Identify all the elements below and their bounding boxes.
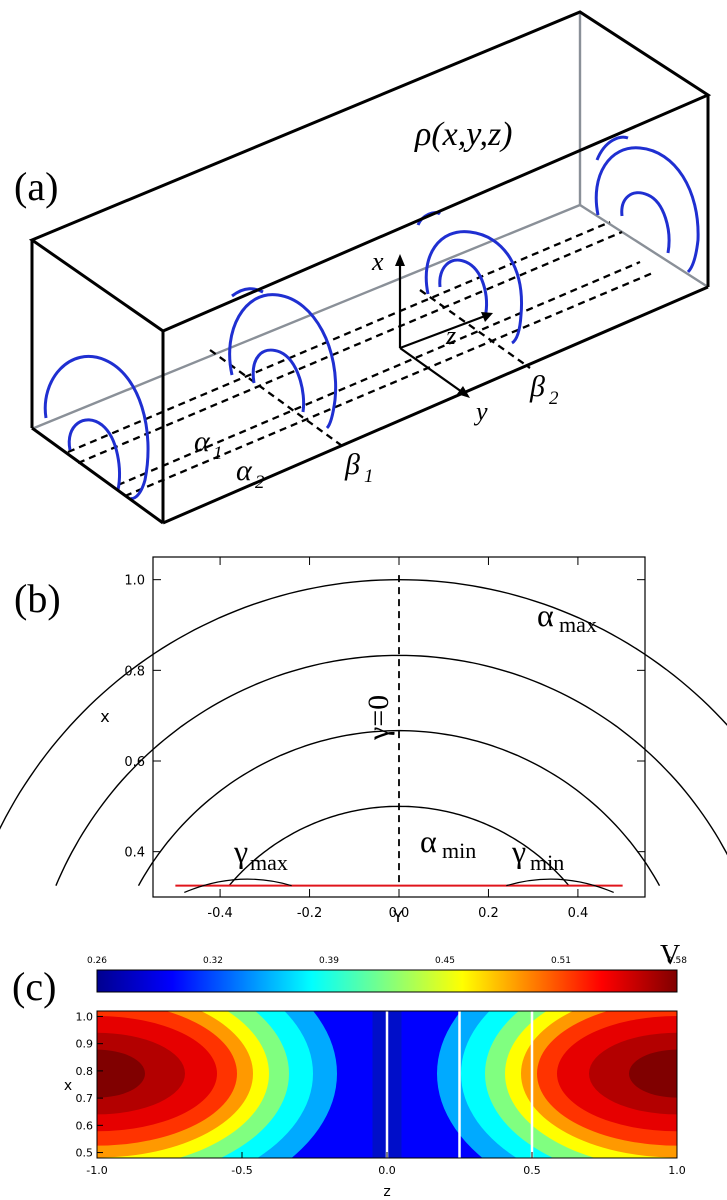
heatmap-white-lines xyxy=(385,1011,534,1158)
plot-b-ticks: -0.4 -0.2 0.0 0.2 0.4 0.4 0.6 0.8 1.0 xyxy=(124,557,645,921)
colorbar-tick-label: 0.58 xyxy=(667,956,687,966)
plot-c-ytick-label: 0.9 xyxy=(76,1038,94,1051)
colorbar-ticks: 0.26 0.32 0.39 0.45 0.51 0.58 xyxy=(87,956,687,966)
plot-b-ytick-label: 0.4 xyxy=(124,846,145,861)
colorbar xyxy=(96,969,678,993)
plot-c-xtick-label: -0.5 xyxy=(231,1164,252,1177)
gamma-min-label: γ xyxy=(511,833,526,869)
plot-b-xtick-label: 0.2 xyxy=(478,906,499,921)
plot-b-ytick-label: 1.0 xyxy=(124,574,145,589)
plot-b-xtick-label: -0.2 xyxy=(297,906,322,921)
box-back-edge-bottom xyxy=(33,203,581,430)
plot-b-xtick-label: 0.0 xyxy=(389,906,410,921)
heatmap-blobs xyxy=(97,1011,677,1158)
colorbar-label: V xyxy=(660,940,680,971)
panel-a: (a) xyxy=(14,10,712,525)
plot-c-ytick-label: 0.8 xyxy=(76,1065,94,1078)
panel-c-label: (c) xyxy=(12,964,56,1009)
alpha-max-label: α xyxy=(537,597,554,633)
panel-a-label: (a) xyxy=(14,164,58,209)
alpha-lines xyxy=(67,220,656,498)
alpha-min-label: α xyxy=(420,823,437,859)
beta2-label: β xyxy=(529,370,545,403)
box-back-edge-right xyxy=(579,203,709,289)
plot-c-ytick-label: 0.5 xyxy=(76,1147,94,1160)
gamma0-label: γ=0 xyxy=(362,695,395,741)
plot-b-arc xyxy=(137,729,661,887)
plot-c-ytick-label: 0.6 xyxy=(76,1119,94,1132)
plot-b-ytick-label: 0.6 xyxy=(124,755,145,770)
flux-rings xyxy=(43,135,700,501)
heatmap xyxy=(97,1011,677,1158)
axis-y-label: y xyxy=(473,397,488,426)
alpha1-sub: 1 xyxy=(213,443,223,464)
panel-c: (c) 0.26 0.32 0.39 0.45 0.51 0.58 V -1.0 -0.5 0… xyxy=(12,940,687,1200)
plot-b-xtick-label: 0.4 xyxy=(568,906,589,921)
colorbar-tick-label: 0.26 xyxy=(87,956,107,966)
colorbar-tick-label: 0.45 xyxy=(435,956,455,966)
colorbar-tick-label: 0.51 xyxy=(551,956,571,966)
plot-b-ytick-label: 0.8 xyxy=(124,664,145,679)
gamma-min-arc xyxy=(506,878,614,894)
alpha1-label: α xyxy=(194,425,211,458)
gamma-max-sub: max xyxy=(250,850,288,875)
plot-c-xtick-label: 0.0 xyxy=(378,1164,396,1177)
plot-c-ytick-label: 1.0 xyxy=(76,1010,94,1023)
plot-b-xtick-label: -0.4 xyxy=(207,906,232,921)
beta2-sub: 2 xyxy=(549,388,559,409)
beta1-label: β xyxy=(344,448,360,481)
alpha2-sub: 2 xyxy=(255,472,265,493)
alpha-min-sub: min xyxy=(442,838,476,863)
gamma-max-label: γ xyxy=(233,833,248,869)
plot-b-ylabel: x xyxy=(100,707,109,726)
axis-z-label: z xyxy=(445,321,456,350)
heatmap-contour xyxy=(629,1049,677,1098)
alpha2-label: α xyxy=(236,454,253,487)
plot-c-ytick-label: 0.7 xyxy=(76,1092,94,1105)
alpha-max-sub: max xyxy=(559,612,597,637)
plot-c-ylabel: x xyxy=(64,1078,72,1094)
plot-b-xlabel: Y xyxy=(392,907,403,926)
gamma-min-sub: min xyxy=(530,850,564,875)
plot-c-xtick-label: 1.0 xyxy=(668,1164,686,1177)
plot-c-xtick-label: -1.0 xyxy=(86,1164,107,1177)
panel-b-label: (b) xyxy=(14,576,61,621)
plot-c-xtick-label: 0.5 xyxy=(523,1164,541,1177)
gamma-max-arc xyxy=(184,878,292,894)
local-axes xyxy=(395,254,493,398)
colorbar-tick-label: 0.32 xyxy=(203,956,223,966)
plot-b-arc xyxy=(55,654,727,886)
box-front-edges xyxy=(28,10,712,525)
plot-c-ticks: -1.0 -0.5 0.0 0.5 1.0 0.5 0.6 0.7 0.8 0.9 1.0 xyxy=(76,1010,686,1177)
colorbar-tick-label: 0.39 xyxy=(319,956,339,966)
density-label: ρ(x,y,z) xyxy=(414,116,513,153)
axis-x-label: x xyxy=(371,247,384,276)
plot-c-xlabel: z xyxy=(383,1184,390,1200)
heatmap-contour xyxy=(97,1049,145,1098)
beta1-sub: 1 xyxy=(364,466,374,487)
